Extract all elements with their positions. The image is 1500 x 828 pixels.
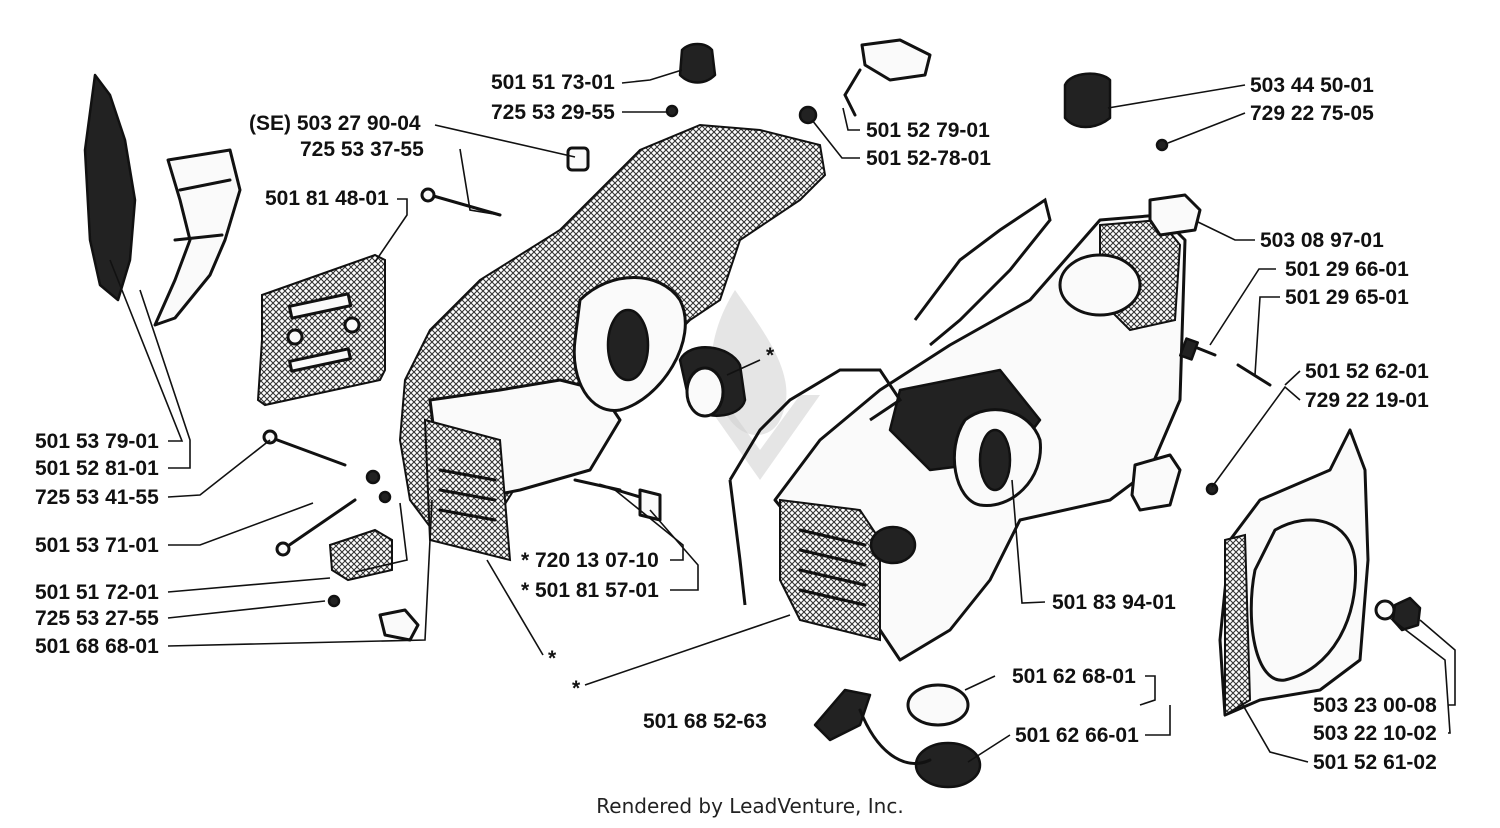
label-501527801: 501 52-78-01 (866, 147, 991, 170)
label-asterisk: * (766, 344, 775, 367)
chain-guard-part (83, 73, 242, 327)
top-right-parts (1063, 72, 1272, 496)
label-725533755: 725 53 37-55 (300, 138, 424, 161)
label-501527901: 501 52 79-01 (866, 119, 990, 142)
label-501537901: 501 53 79-01 (35, 430, 159, 453)
label-asterisk: * (548, 647, 557, 670)
bar-plate-part (256, 253, 386, 407)
label-501517301: 501 51 73-01 (491, 71, 615, 94)
fuel-caps-part (813, 683, 982, 789)
label-503230008: 503 23 00-08 (1313, 694, 1437, 717)
right-crankcase-part (773, 213, 1187, 662)
label-se503279004: (SE) 503 27 90-04 (249, 112, 421, 135)
label-501517201: 501 51 72-01 (35, 581, 159, 604)
small-top-parts (420, 38, 932, 217)
label-501537101: 501 53 71-01 (35, 534, 159, 557)
label-725534155: 725 53 41-55 (35, 486, 159, 509)
label-501686801: 501 68 68-01 (35, 635, 159, 658)
label-501526201: 501 52 62-01 (1305, 360, 1429, 383)
label-501815701: * 501 81 57-01 (521, 579, 659, 602)
label-501296601: 501 29 66-01 (1285, 258, 1409, 281)
label-725532955: 725 53 29-55 (491, 101, 615, 124)
clutch-cover-part (1218, 428, 1422, 717)
label-729227505: 729 22 75-05 (1250, 102, 1374, 125)
label-720130710: * 720 13 07-10 (521, 549, 659, 572)
label-725532755: 725 53 27-55 (35, 607, 159, 630)
leader-lines (109, 69, 1456, 763)
label-503089701: 503 08 97-01 (1260, 229, 1384, 252)
label-501626801: 501 62 68-01 (1012, 665, 1136, 688)
label-503445001: 503 44 50-01 (1250, 74, 1374, 97)
label-501839401: 501 83 94-01 (1052, 591, 1176, 614)
label-503221002: 503 22 10-02 (1313, 722, 1437, 745)
gasket-part (728, 197, 1052, 606)
clutch-drum-part (678, 346, 747, 418)
label-501526102: 501 52 61-02 (1313, 751, 1437, 774)
label-501626601: 501 62 66-01 (1015, 724, 1139, 747)
part-labels: 501 51 73-01 725 53 29-55 (SE) 503 27 90… (35, 71, 1437, 774)
label-asterisk: * (572, 677, 581, 700)
label-501296501: 501 29 65-01 (1285, 286, 1409, 309)
label-729221901: 729 22 19-01 (1305, 389, 1429, 412)
label-501528101: 501 52 81-01 (35, 457, 159, 480)
label-501814801: 501 81 48-01 (265, 187, 389, 210)
label-501685263: 501 68 52-63 (643, 710, 767, 733)
left-crankcase-part (398, 123, 827, 562)
credit-text: Rendered by LeadVenture, Inc. (596, 794, 904, 818)
